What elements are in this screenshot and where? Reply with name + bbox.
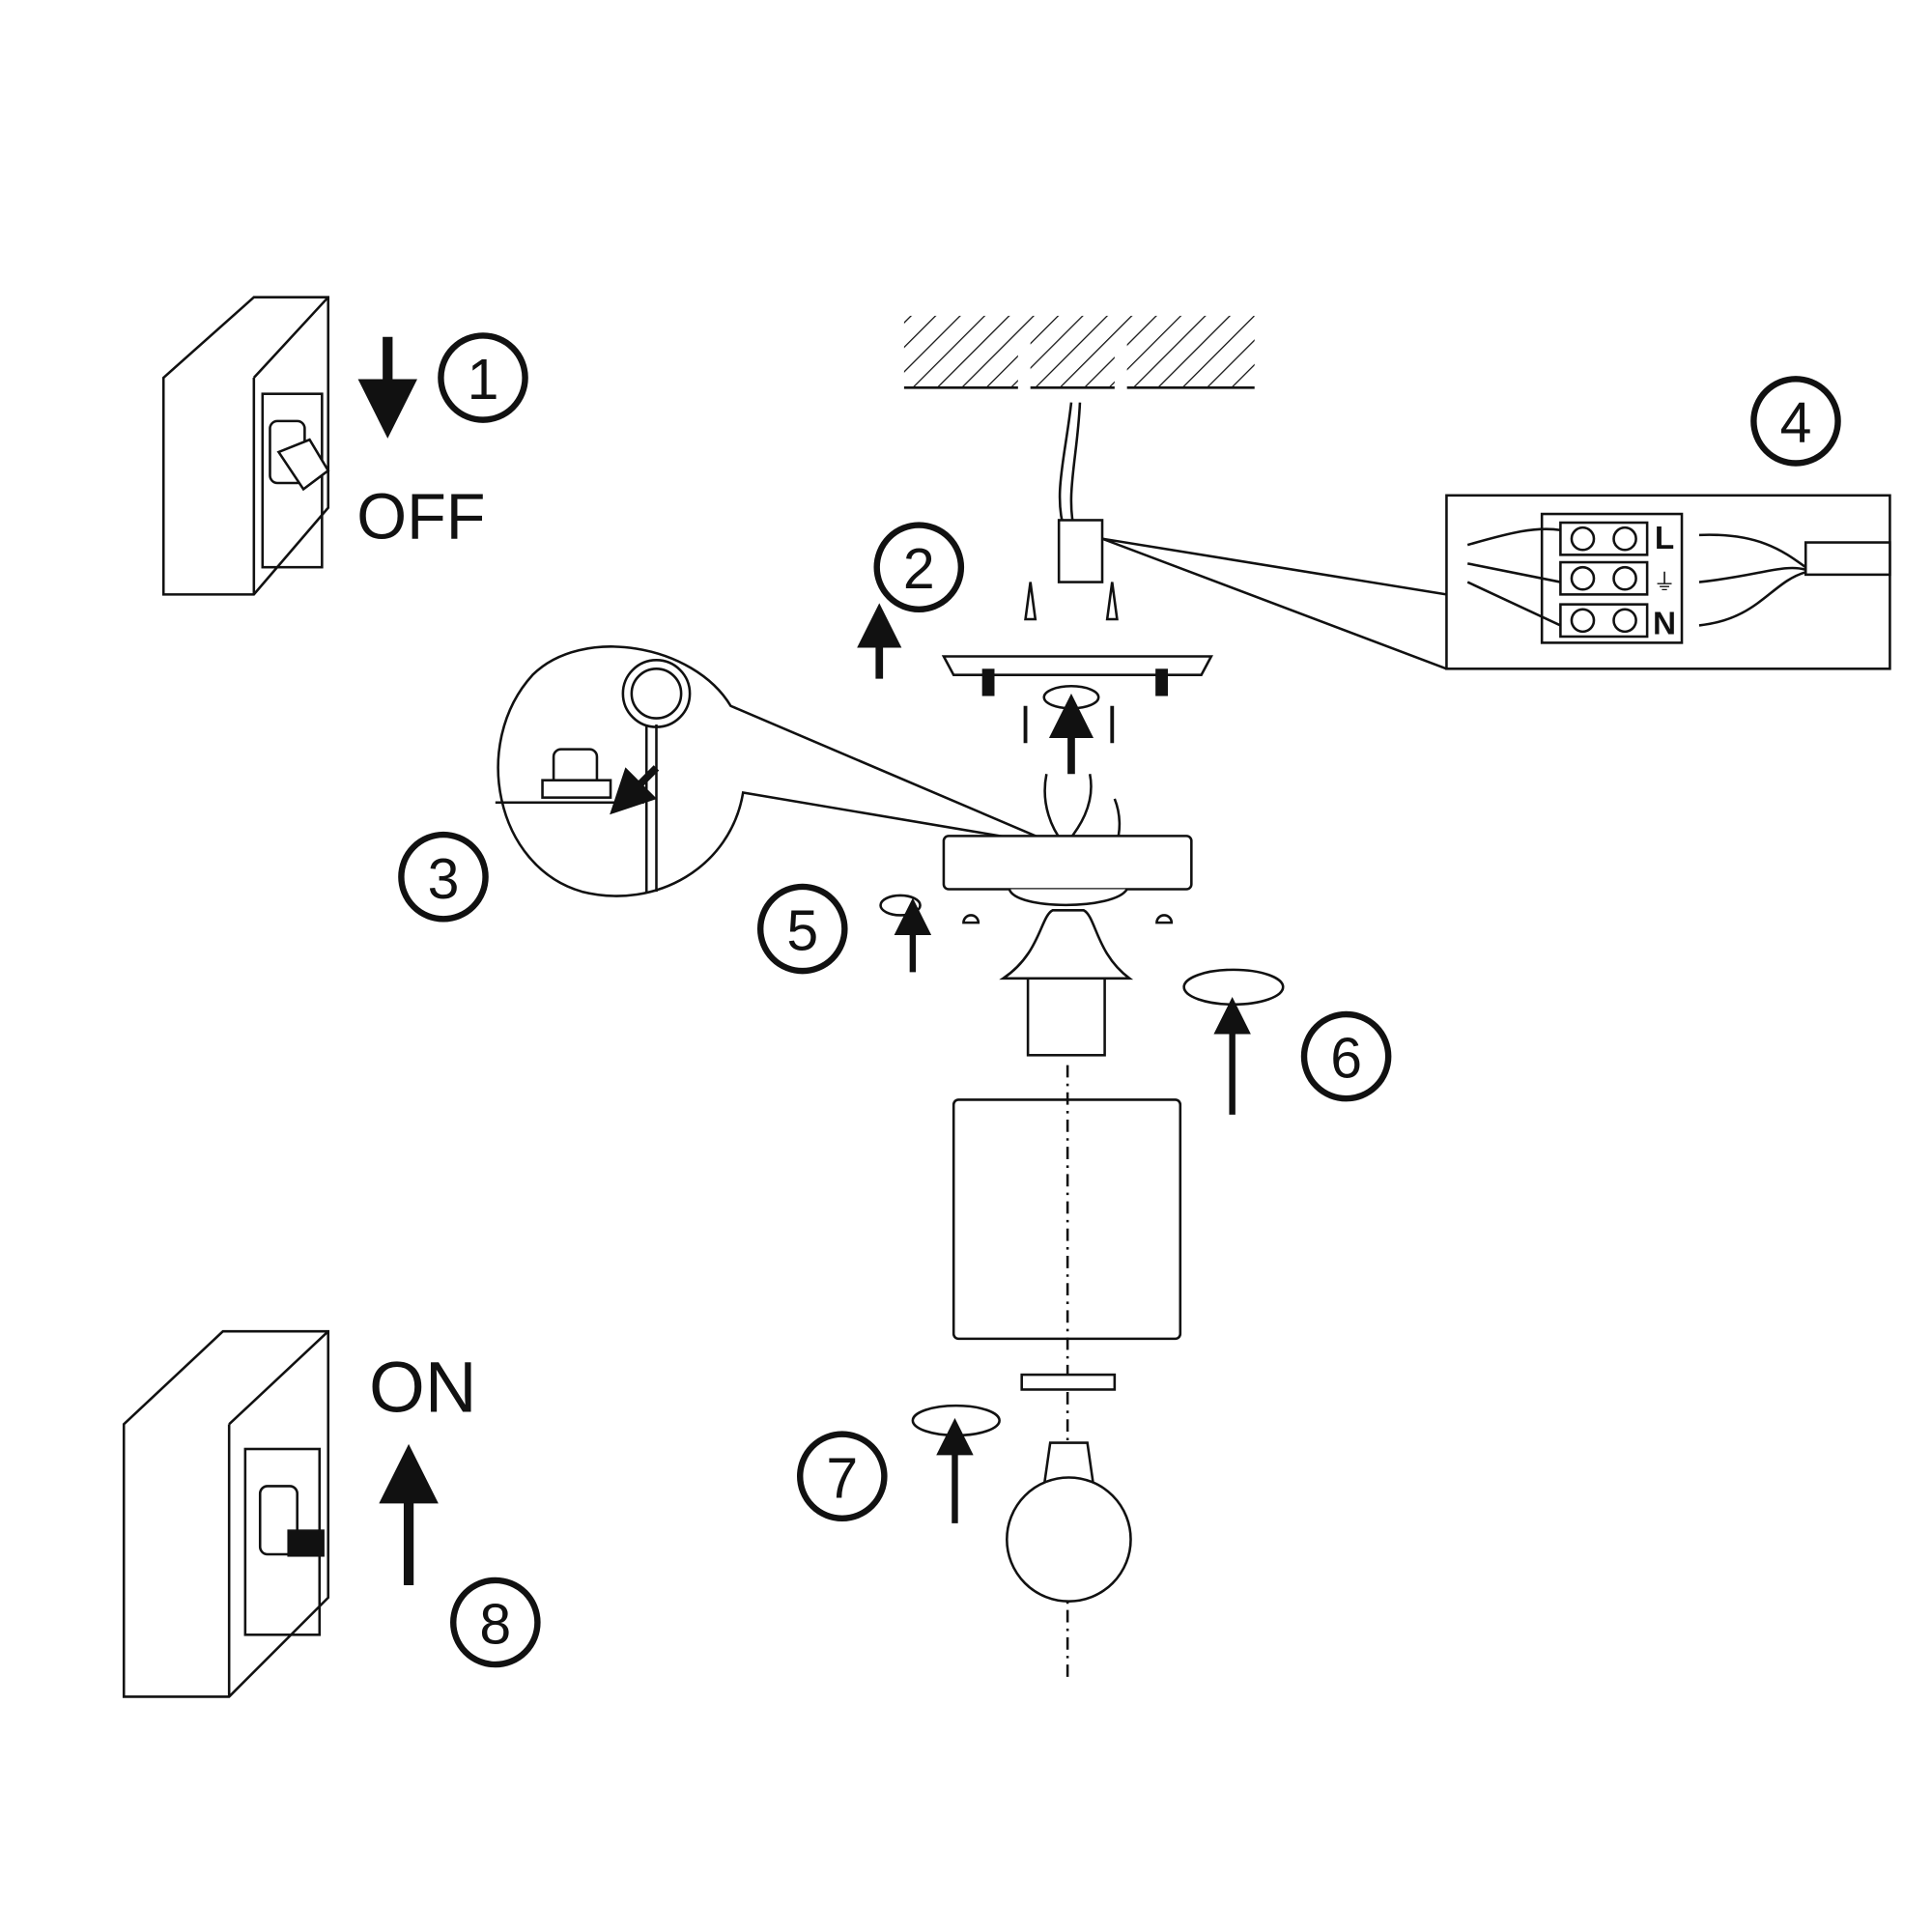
step-8-badge: 8 xyxy=(450,1577,541,1668)
mounting-bracket xyxy=(941,655,1213,677)
svg-text:2: 2 xyxy=(903,538,935,601)
live-label: L xyxy=(1655,521,1674,556)
wall-switch-off xyxy=(161,296,330,596)
on-label: ON xyxy=(369,1348,477,1428)
wall-plugs xyxy=(1024,582,1119,621)
off-label: OFF xyxy=(356,482,485,554)
supply-cable xyxy=(1804,541,1891,577)
step-7-badge: 7 xyxy=(797,1431,888,1522)
ceiling-canopy xyxy=(942,835,1193,891)
svg-text:5: 5 xyxy=(786,900,818,963)
step-6-badge: 6 xyxy=(1300,1010,1392,1102)
shade-ring xyxy=(1020,1373,1117,1391)
step-1-badge: 1 xyxy=(438,332,528,423)
threaded-socket xyxy=(1026,977,1106,1057)
svg-text:1: 1 xyxy=(468,349,499,412)
wall-switch-on xyxy=(122,1329,330,1698)
lamp-holder xyxy=(999,909,1134,980)
rotate-icon xyxy=(1042,684,1100,710)
neutral-label: N xyxy=(1653,606,1676,641)
earth-icon: ⏚ xyxy=(1654,569,1676,594)
ceiling xyxy=(903,315,1255,390)
step-4-badge: 4 xyxy=(1750,376,1841,467)
step-3-badge: 3 xyxy=(398,831,489,923)
step-5-badge: 5 xyxy=(756,883,848,975)
earth-detail-magnifier xyxy=(495,645,1060,897)
fixing-nuts xyxy=(962,914,1174,924)
step-2-badge: 2 xyxy=(873,522,965,612)
svg-text:3: 3 xyxy=(428,848,460,911)
small-terminal xyxy=(1057,519,1104,583)
screws xyxy=(1023,705,1115,744)
zoom-lines xyxy=(1101,537,1447,670)
terminal-block: L ⏚ N xyxy=(1540,512,1684,644)
svg-text:4: 4 xyxy=(1780,392,1812,455)
supply-wires xyxy=(1058,402,1082,533)
wiring-detail-box xyxy=(1445,494,1891,670)
svg-text:8: 8 xyxy=(479,1594,511,1657)
globe-bulb xyxy=(1006,1476,1132,1603)
svg-text:6: 6 xyxy=(1330,1028,1362,1091)
svg-text:7: 7 xyxy=(826,1447,858,1510)
